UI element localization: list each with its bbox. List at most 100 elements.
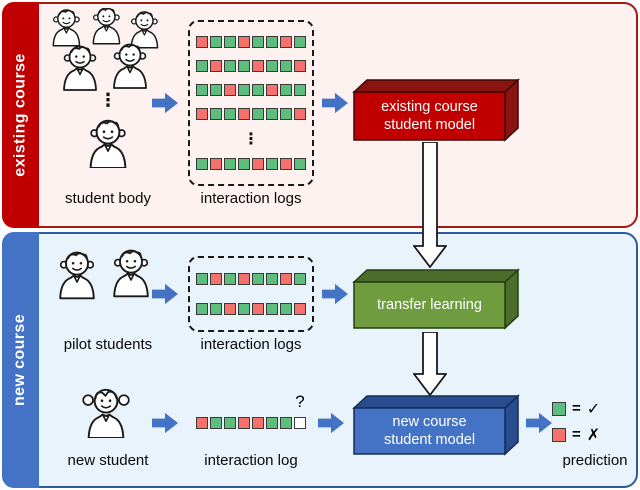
transfer-learning-label: transfer learning	[354, 282, 505, 328]
log-square-green	[252, 273, 264, 285]
log-square-green	[210, 303, 222, 315]
log-square-green	[252, 36, 264, 48]
legend-equals: =	[572, 426, 581, 443]
log-square-empty	[294, 417, 306, 429]
log-row	[196, 417, 306, 429]
log-square-green	[280, 60, 292, 72]
log-square-green	[280, 417, 292, 429]
log-square-green	[224, 36, 236, 48]
legend-correct-row: = ✓	[552, 400, 600, 417]
log-row	[196, 108, 306, 120]
log-square-green	[210, 417, 222, 429]
legend-equals: =	[572, 400, 581, 417]
log-square-red	[196, 36, 208, 48]
log-square-red	[280, 158, 292, 170]
transfer-learning-box: transfer learning	[352, 268, 520, 335]
model-label-line2: student model	[383, 117, 476, 133]
log-square-green	[252, 108, 264, 120]
down-arrow-icon	[413, 332, 447, 396]
log-square-red	[252, 303, 264, 315]
log-square-green	[266, 273, 278, 285]
log-square-green	[266, 417, 278, 429]
log-square-red	[238, 36, 250, 48]
new-course-panel	[2, 232, 638, 488]
student-icon	[89, 119, 127, 168]
log-square-red	[238, 273, 250, 285]
log-square-green	[210, 108, 222, 120]
log-square-red	[294, 60, 306, 72]
log-square-green	[210, 36, 222, 48]
log-square-green	[266, 60, 278, 72]
log-square-green	[266, 303, 278, 315]
interaction-log-caption: interaction log	[204, 452, 298, 469]
log-row	[196, 303, 306, 315]
unknown-outcome-question-mark: ?	[295, 392, 305, 411]
log-square-green	[294, 84, 306, 96]
interaction-logs-box-existing: ⋮	[188, 20, 314, 186]
legend-incorrect-row: = ✗	[552, 426, 600, 443]
pilot-students-caption: pilot students	[63, 336, 153, 353]
log-square-red	[280, 36, 292, 48]
cross-mark-icon: ✗	[586, 424, 601, 444]
log-square-green	[224, 60, 236, 72]
log-square-green	[196, 84, 208, 96]
log-square-red	[294, 108, 306, 120]
existing-course-model-box: existing course student model	[352, 78, 520, 147]
model-label-line1: existing course	[381, 98, 478, 115]
new-course-model-label: new course student model	[354, 408, 505, 454]
vertical-ellipsis: ⋮	[99, 90, 117, 111]
new-student-caption: new student	[67, 452, 149, 469]
log-square-green	[280, 84, 292, 96]
log-square-red	[252, 60, 264, 72]
log-square-green	[266, 36, 278, 48]
new-student-icon	[82, 388, 130, 438]
box-3d-shape	[352, 78, 520, 142]
log-square-red	[266, 84, 278, 96]
log-square-green	[196, 158, 208, 170]
log-square-green	[294, 273, 306, 285]
log-square-red	[210, 273, 222, 285]
new-course-tab-label: new course	[11, 313, 29, 407]
log-square-red	[238, 417, 250, 429]
log-row	[196, 158, 306, 170]
log-row	[196, 84, 306, 96]
log-square-green	[196, 273, 208, 285]
vertical-ellipsis: ⋮	[243, 129, 259, 148]
existing-course-tab: existing course	[2, 2, 39, 228]
log-square-green	[224, 273, 236, 285]
existing-course-model-label: existing course student model	[354, 92, 505, 140]
log-square-red	[252, 158, 264, 170]
log-square-green	[238, 60, 250, 72]
existing-course-tab-label: existing course	[11, 53, 29, 177]
log-square-red	[224, 303, 236, 315]
log-square-green	[266, 158, 278, 170]
log-square-green	[294, 36, 306, 48]
log-square-green	[210, 84, 222, 96]
new-course-tab: new course	[2, 232, 39, 488]
model-label-line1: transfer learning	[377, 296, 482, 313]
student-body-caption: student body	[65, 190, 151, 207]
log-square-red	[294, 303, 306, 315]
interaction-logs-box-pilot	[188, 256, 314, 332]
log-square-green	[280, 303, 292, 315]
student-body-icon	[52, 8, 159, 91]
log-square-green	[238, 158, 250, 170]
log-square-red	[252, 417, 264, 429]
log-square-green	[266, 108, 278, 120]
model-label-line1: new course	[392, 413, 467, 430]
box-3d-shape	[352, 268, 520, 330]
log-square-red	[210, 158, 222, 170]
log-square-green	[238, 84, 250, 96]
box-3d-shape	[352, 394, 520, 456]
log-square-red	[224, 84, 236, 96]
log-row	[196, 273, 306, 285]
log-row	[196, 36, 306, 48]
log-square-green	[196, 303, 208, 315]
log-square-green	[224, 417, 236, 429]
log-square-red	[210, 60, 222, 72]
prediction-legend: = ✓ = ✗	[552, 400, 600, 443]
log-square-green	[196, 60, 208, 72]
check-mark-icon: ✓	[586, 398, 601, 418]
log-square-red	[196, 108, 208, 120]
